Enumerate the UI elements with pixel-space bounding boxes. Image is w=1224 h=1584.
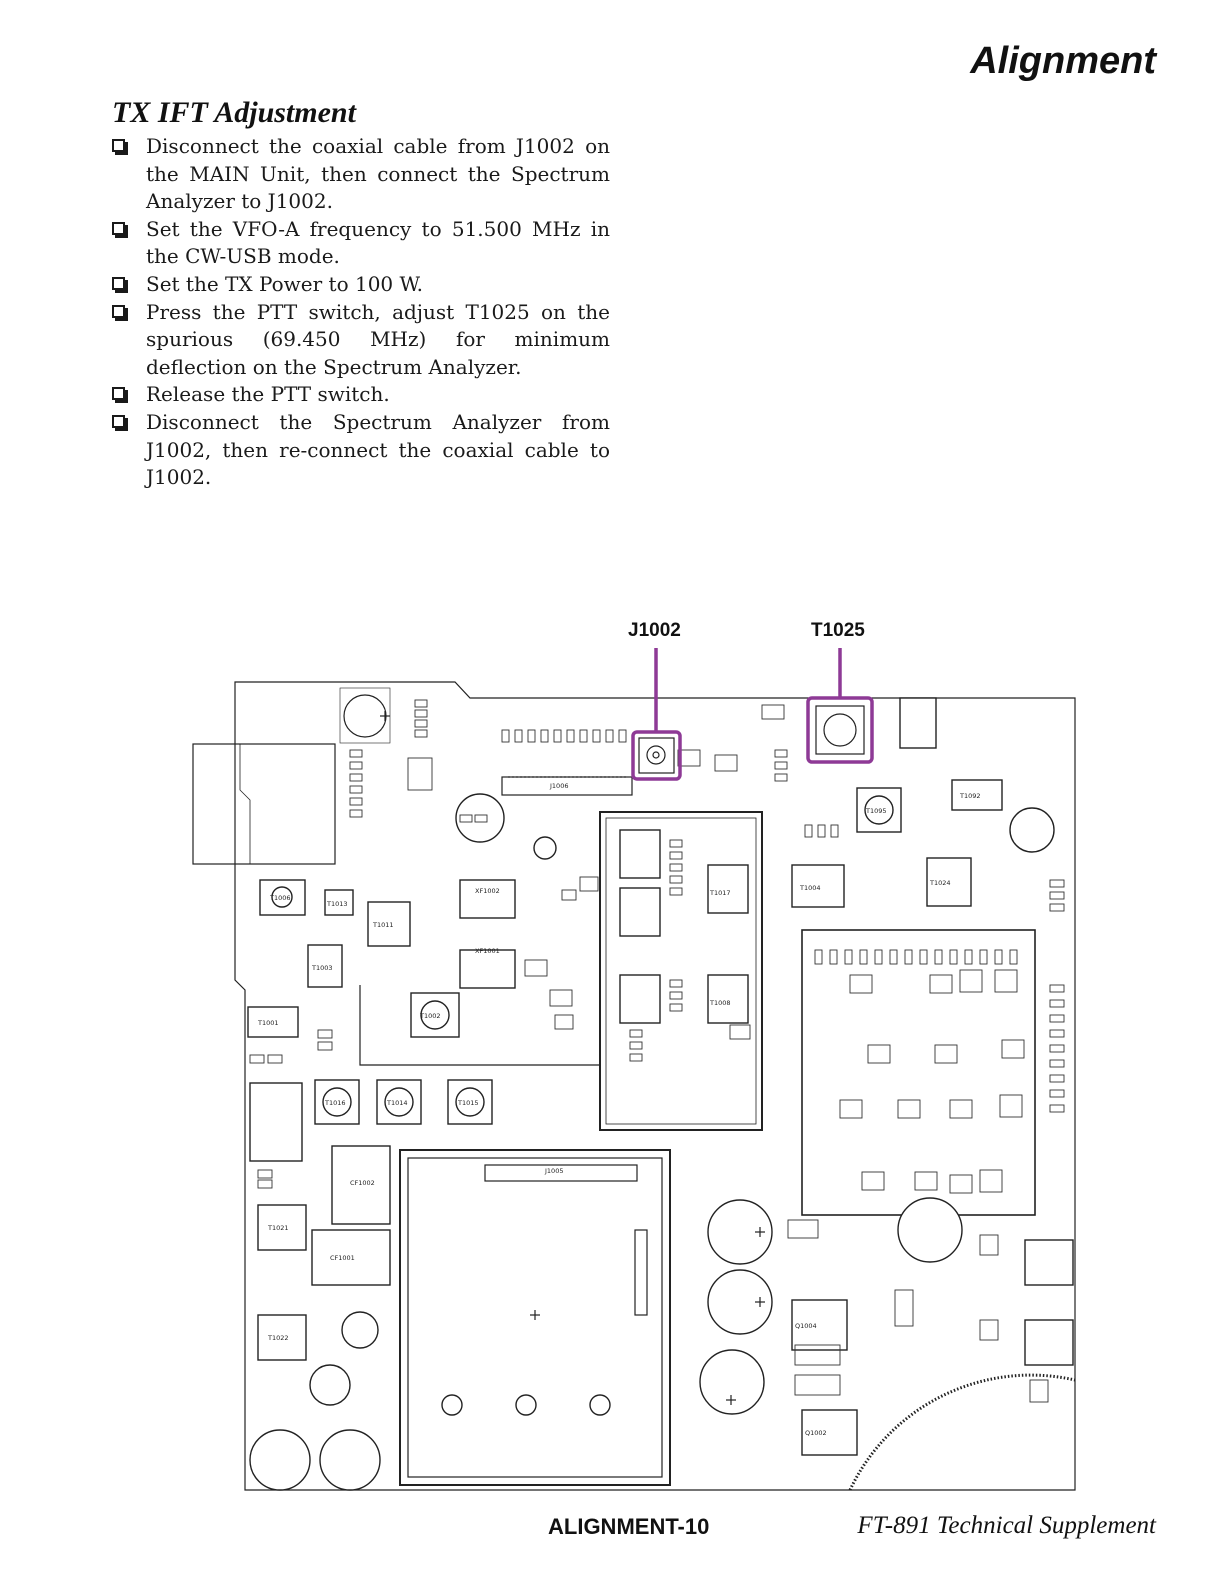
pcb-layout-diagram: T1006 T1013 T1011 T1001 T1003 T1016 T101…: [192, 648, 1076, 1491]
component-label: T1006: [269, 894, 291, 902]
list-item: Set the TX Power to 100 W.: [110, 271, 610, 299]
component-label: Q1004: [795, 1322, 817, 1330]
component-label: T1092: [959, 792, 981, 800]
component-label: T1022: [267, 1334, 289, 1342]
checkbox-icon: [112, 221, 125, 235]
checkbox-icon: [112, 414, 125, 428]
component-label: T1017: [709, 889, 731, 897]
checkbox-icon: [112, 304, 125, 318]
page-header-title: Alignment: [970, 40, 1156, 82]
footer-document-title: FT-891 Technical Supplement: [857, 1512, 1156, 1539]
list-item: Set the VFO-A frequency to 51.500 MHz in…: [110, 216, 610, 271]
component-label: T1016: [324, 1099, 346, 1107]
callout-label-j1002: J1002: [628, 620, 681, 641]
component-label: CF1001: [330, 1254, 355, 1262]
component-label: T1095: [865, 807, 887, 815]
component-label: J1006: [549, 782, 568, 790]
checkbox-icon: [112, 276, 125, 290]
component-label: T1008: [709, 999, 731, 1007]
list-item: Disconnect the coaxial cable from J1002 …: [110, 133, 610, 216]
list-item: Press the PTT switch, adjust T1025 on th…: [110, 299, 610, 382]
section-title: TX IFT Adjustment: [112, 96, 356, 129]
checkbox-icon: [112, 139, 125, 152]
checkbox-icon: [112, 387, 125, 401]
connector-strip: [501, 776, 633, 796]
highlight-box-j1002: [631, 730, 682, 781]
step-text: Release the PTT switch.: [146, 382, 390, 407]
highlight-box-t1025: [806, 696, 874, 764]
component-label: T1015: [457, 1099, 479, 1107]
step-text: Disconnect the Spectrum Analyzer from J1…: [146, 409, 610, 490]
callout-label-t1025: T1025: [811, 620, 865, 641]
procedure-steps: Disconnect the coaxial cable from J1002 …: [110, 133, 610, 492]
connector-block: [192, 743, 336, 865]
component-label: Q1002: [805, 1429, 827, 1437]
component-label: T1011: [372, 921, 394, 929]
component-label: T1002: [419, 1012, 441, 1020]
list-item: Release the PTT switch.: [110, 381, 610, 409]
component-label: T1021: [267, 1224, 289, 1232]
component-label: XF1001: [475, 947, 500, 955]
component-label: T1003: [311, 964, 333, 972]
component-label: T1014: [386, 1099, 408, 1107]
component-label: T1001: [257, 1019, 279, 1027]
step-text: Disconnect the coaxial cable from J1002 …: [146, 134, 610, 214]
component-label: T1013: [326, 900, 348, 908]
component-label: XF1002: [475, 887, 500, 895]
step-text: Set the TX Power to 100 W.: [146, 271, 423, 296]
step-text: Press the PTT switch, adjust T1025 on th…: [146, 299, 610, 379]
board-outline: [234, 681, 1076, 1491]
shield-block: [599, 811, 763, 1131]
component-label: T1024: [929, 879, 951, 887]
large-shield-box: [399, 1149, 671, 1486]
step-text: Set the VFO-A frequency to 51.500 MHz in…: [146, 216, 610, 269]
component-label: CF1002: [350, 1179, 375, 1187]
list-item: Disconnect the Spectrum Analyzer from J1…: [110, 409, 610, 492]
component-label: J1005: [544, 1167, 563, 1175]
footer-page-label: ALIGNMENT-10: [548, 1514, 710, 1539]
capacitor-outline: [343, 694, 387, 738]
component-label: T1004: [799, 884, 821, 892]
